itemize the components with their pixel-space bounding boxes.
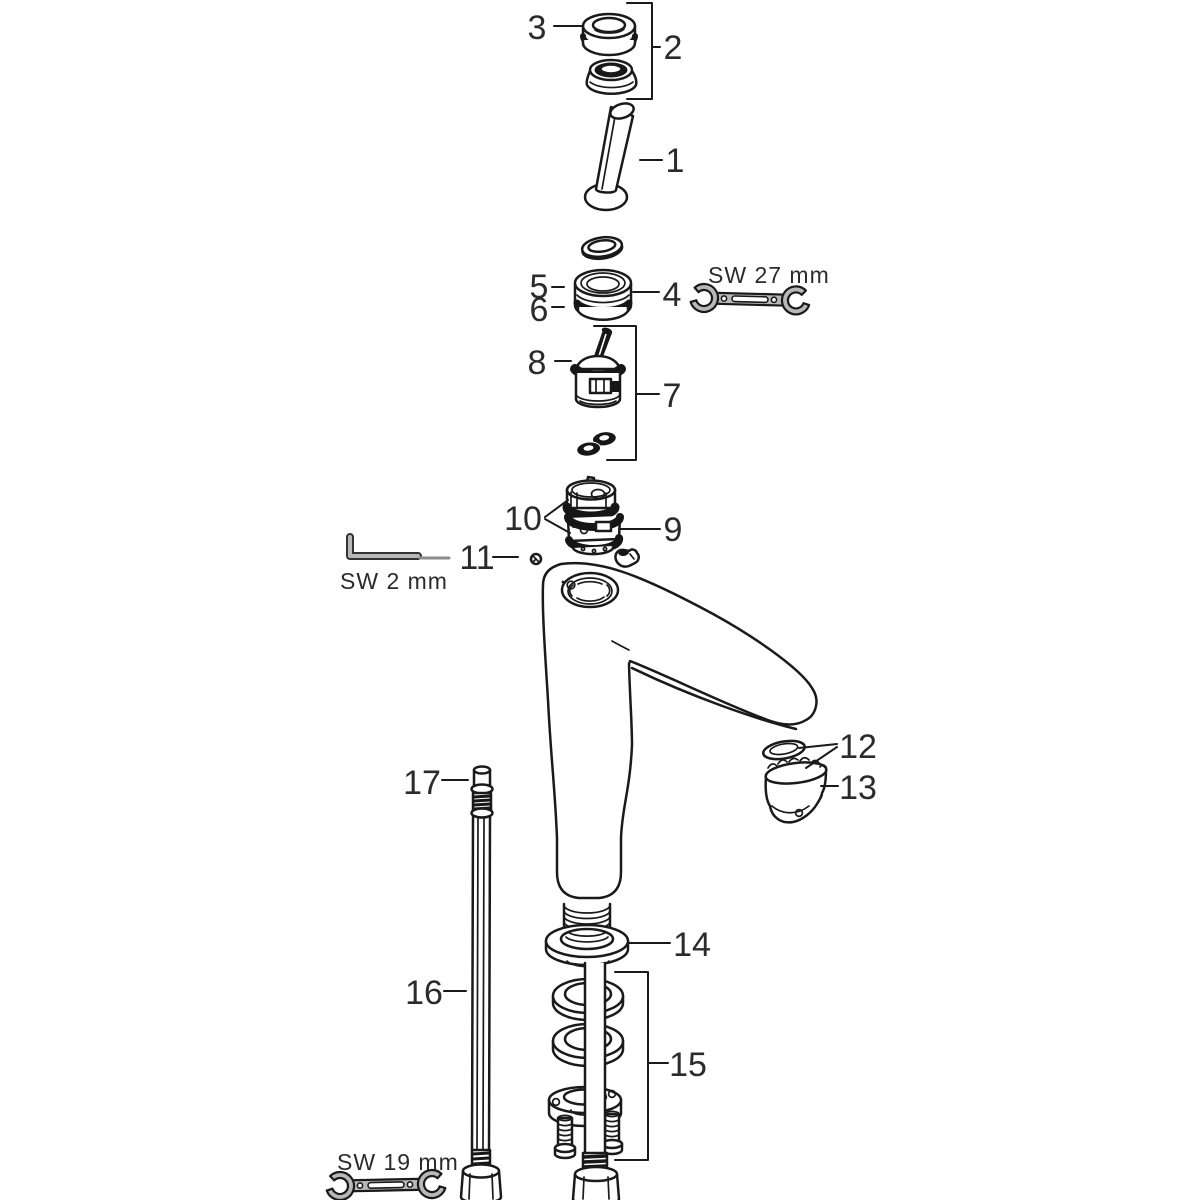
callout-1: 1 <box>666 142 685 180</box>
part-8-cartridge <box>570 327 626 409</box>
wrench-19-label: SW 19 mm <box>337 1149 459 1175</box>
callout-3: 3 <box>528 9 547 47</box>
leader-part-12-a <box>798 743 838 749</box>
part-2-seal-ring <box>585 58 638 96</box>
callout-5: 5 <box>530 268 549 306</box>
supply-pipe <box>571 961 621 1200</box>
bracket-part-2 <box>626 2 653 100</box>
part-15-fixation-set <box>547 961 625 1200</box>
part-13-aerator <box>764 756 828 824</box>
bracket-part-15 <box>614 971 649 1161</box>
part-16-17-supply-hose <box>459 765 503 1200</box>
faucet-body <box>541 561 818 900</box>
part-4-retaining-nut <box>573 268 633 321</box>
callout-4: 4 <box>663 276 682 314</box>
part-7-o-rings <box>576 432 616 457</box>
callout-6: 6 <box>530 291 549 329</box>
callout-13: 13 <box>839 769 877 807</box>
callout-15: 15 <box>669 1046 707 1084</box>
leader-part-10-upper <box>544 499 569 518</box>
callout-7: 7 <box>663 377 682 415</box>
fixation-screw-left <box>553 1114 577 1160</box>
leader-part-10-lower <box>544 518 571 534</box>
callout-17: 17 <box>403 764 441 802</box>
callout-14: 14 <box>673 926 711 964</box>
leader-part-12-b <box>805 746 838 769</box>
part-11-grub-screw <box>529 552 543 566</box>
wrench-27-icon <box>689 282 811 316</box>
callout-12: 12 <box>839 728 877 766</box>
part-14-mounting-nut <box>544 923 630 968</box>
callout-11: 11 <box>459 539 494 577</box>
callout-16: 16 <box>405 974 443 1012</box>
wrench-27-label: SW 27 mm <box>708 262 830 288</box>
allen-key-icon <box>346 533 422 560</box>
part-3-trim-ring <box>580 12 638 57</box>
wrench-19-icon <box>325 1169 447 1200</box>
callout-2: 2 <box>664 29 683 67</box>
part-5-ring <box>580 235 624 261</box>
callout-9: 9 <box>664 511 683 549</box>
callout-10: 10 <box>504 500 542 538</box>
part-1-lever-pin <box>583 102 635 212</box>
mounting-clip <box>614 548 640 568</box>
callout-8: 8 <box>528 344 547 382</box>
part-12-seal-ring <box>762 739 806 761</box>
part-10-9-base-set <box>562 475 624 556</box>
allen-key-2-label: SW 2 mm <box>340 568 448 594</box>
